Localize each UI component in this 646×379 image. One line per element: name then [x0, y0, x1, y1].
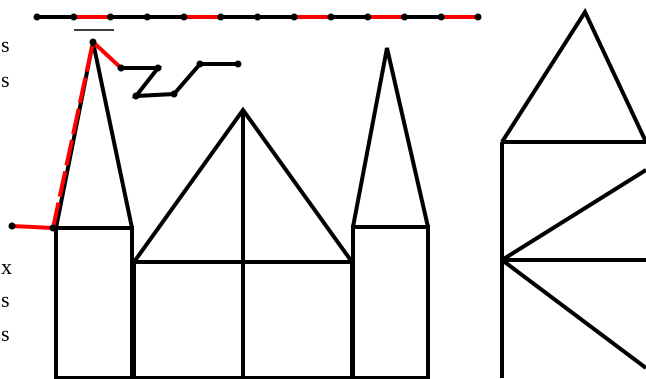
- path-node: [9, 223, 16, 230]
- path-node: [197, 61, 204, 68]
- label-s1: s: [1, 34, 10, 56]
- path-node: [235, 61, 242, 68]
- label-s4: s: [1, 323, 10, 345]
- legend-node: [291, 14, 298, 21]
- path-node: [155, 65, 162, 72]
- label-x: x: [1, 256, 12, 278]
- legend-bar: [34, 14, 482, 21]
- legend-node: [217, 14, 224, 21]
- legend-node: [438, 14, 445, 21]
- left-tower-body: [56, 228, 132, 378]
- path-entry-segment: [12, 226, 53, 228]
- legend-node: [107, 14, 114, 21]
- right-house-roof: [502, 12, 646, 142]
- legend-node: [34, 14, 41, 21]
- label-s2: s: [1, 69, 10, 91]
- legend-node: [328, 14, 335, 21]
- path-node: [50, 225, 57, 232]
- path-node: [118, 65, 125, 72]
- right-house: [502, 12, 646, 378]
- legend-node: [475, 14, 482, 21]
- legend-node: [70, 14, 77, 21]
- right-tower-body: [353, 227, 428, 378]
- path-zigzag: [121, 64, 238, 96]
- right-spire: [353, 48, 428, 227]
- castle-center-hall: [134, 110, 352, 378]
- path-node: [90, 39, 97, 46]
- right-house-diag-upper: [502, 170, 646, 260]
- legend-node: [401, 14, 408, 21]
- path-node: [133, 93, 140, 100]
- path-node: [171, 91, 178, 98]
- legend-node: [364, 14, 371, 21]
- label-s3: s: [1, 289, 10, 311]
- legend-node: [144, 14, 151, 21]
- castle-right-tower: [353, 48, 428, 378]
- right-house-diag-lower: [502, 260, 646, 368]
- legend-node: [181, 14, 188, 21]
- legend-node: [254, 14, 261, 21]
- castle-left-tower: [56, 42, 132, 378]
